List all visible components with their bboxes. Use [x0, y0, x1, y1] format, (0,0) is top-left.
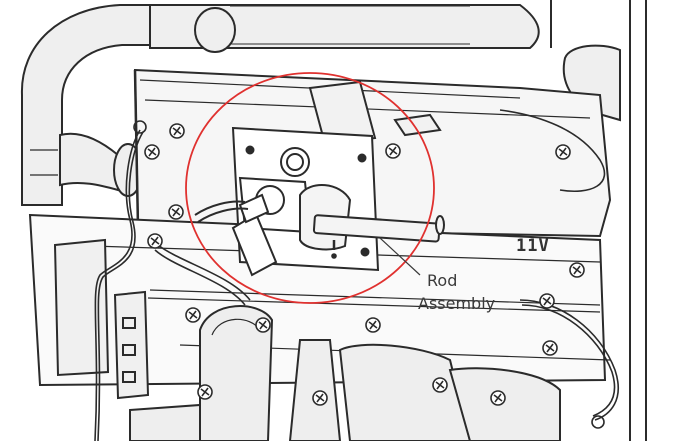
highlight-circle — [185, 72, 435, 304]
screw — [432, 377, 448, 393]
top-pipe — [149, 4, 540, 53]
screw — [169, 123, 185, 139]
callout-label-assembly: Assembly — [418, 294, 496, 313]
screw — [255, 317, 271, 333]
screw — [539, 293, 555, 309]
flame-rod — [299, 183, 445, 259]
screw — [144, 144, 160, 160]
screws — [144, 123, 585, 406]
screw — [569, 262, 585, 278]
upper-left-pipe — [20, 4, 151, 206]
screw — [555, 144, 571, 160]
callout-leader-line — [379, 237, 421, 276]
screw — [312, 390, 328, 406]
screw — [197, 384, 213, 400]
screw — [168, 204, 184, 220]
rod-connector — [194, 193, 278, 277]
screw — [542, 340, 558, 356]
screw — [490, 390, 506, 406]
left-bracket — [53, 238, 150, 400]
panel-marking: 11V — [516, 236, 550, 256]
screw — [185, 307, 201, 323]
callout-label-rod: Rod — [427, 271, 458, 290]
wire-harness — [94, 109, 620, 441]
screw — [365, 317, 381, 333]
cabinet-side-edges — [550, 0, 647, 441]
screw — [147, 233, 163, 249]
screw — [385, 143, 401, 159]
burner-tubes — [129, 305, 561, 441]
top-strap — [308, 80, 442, 146]
